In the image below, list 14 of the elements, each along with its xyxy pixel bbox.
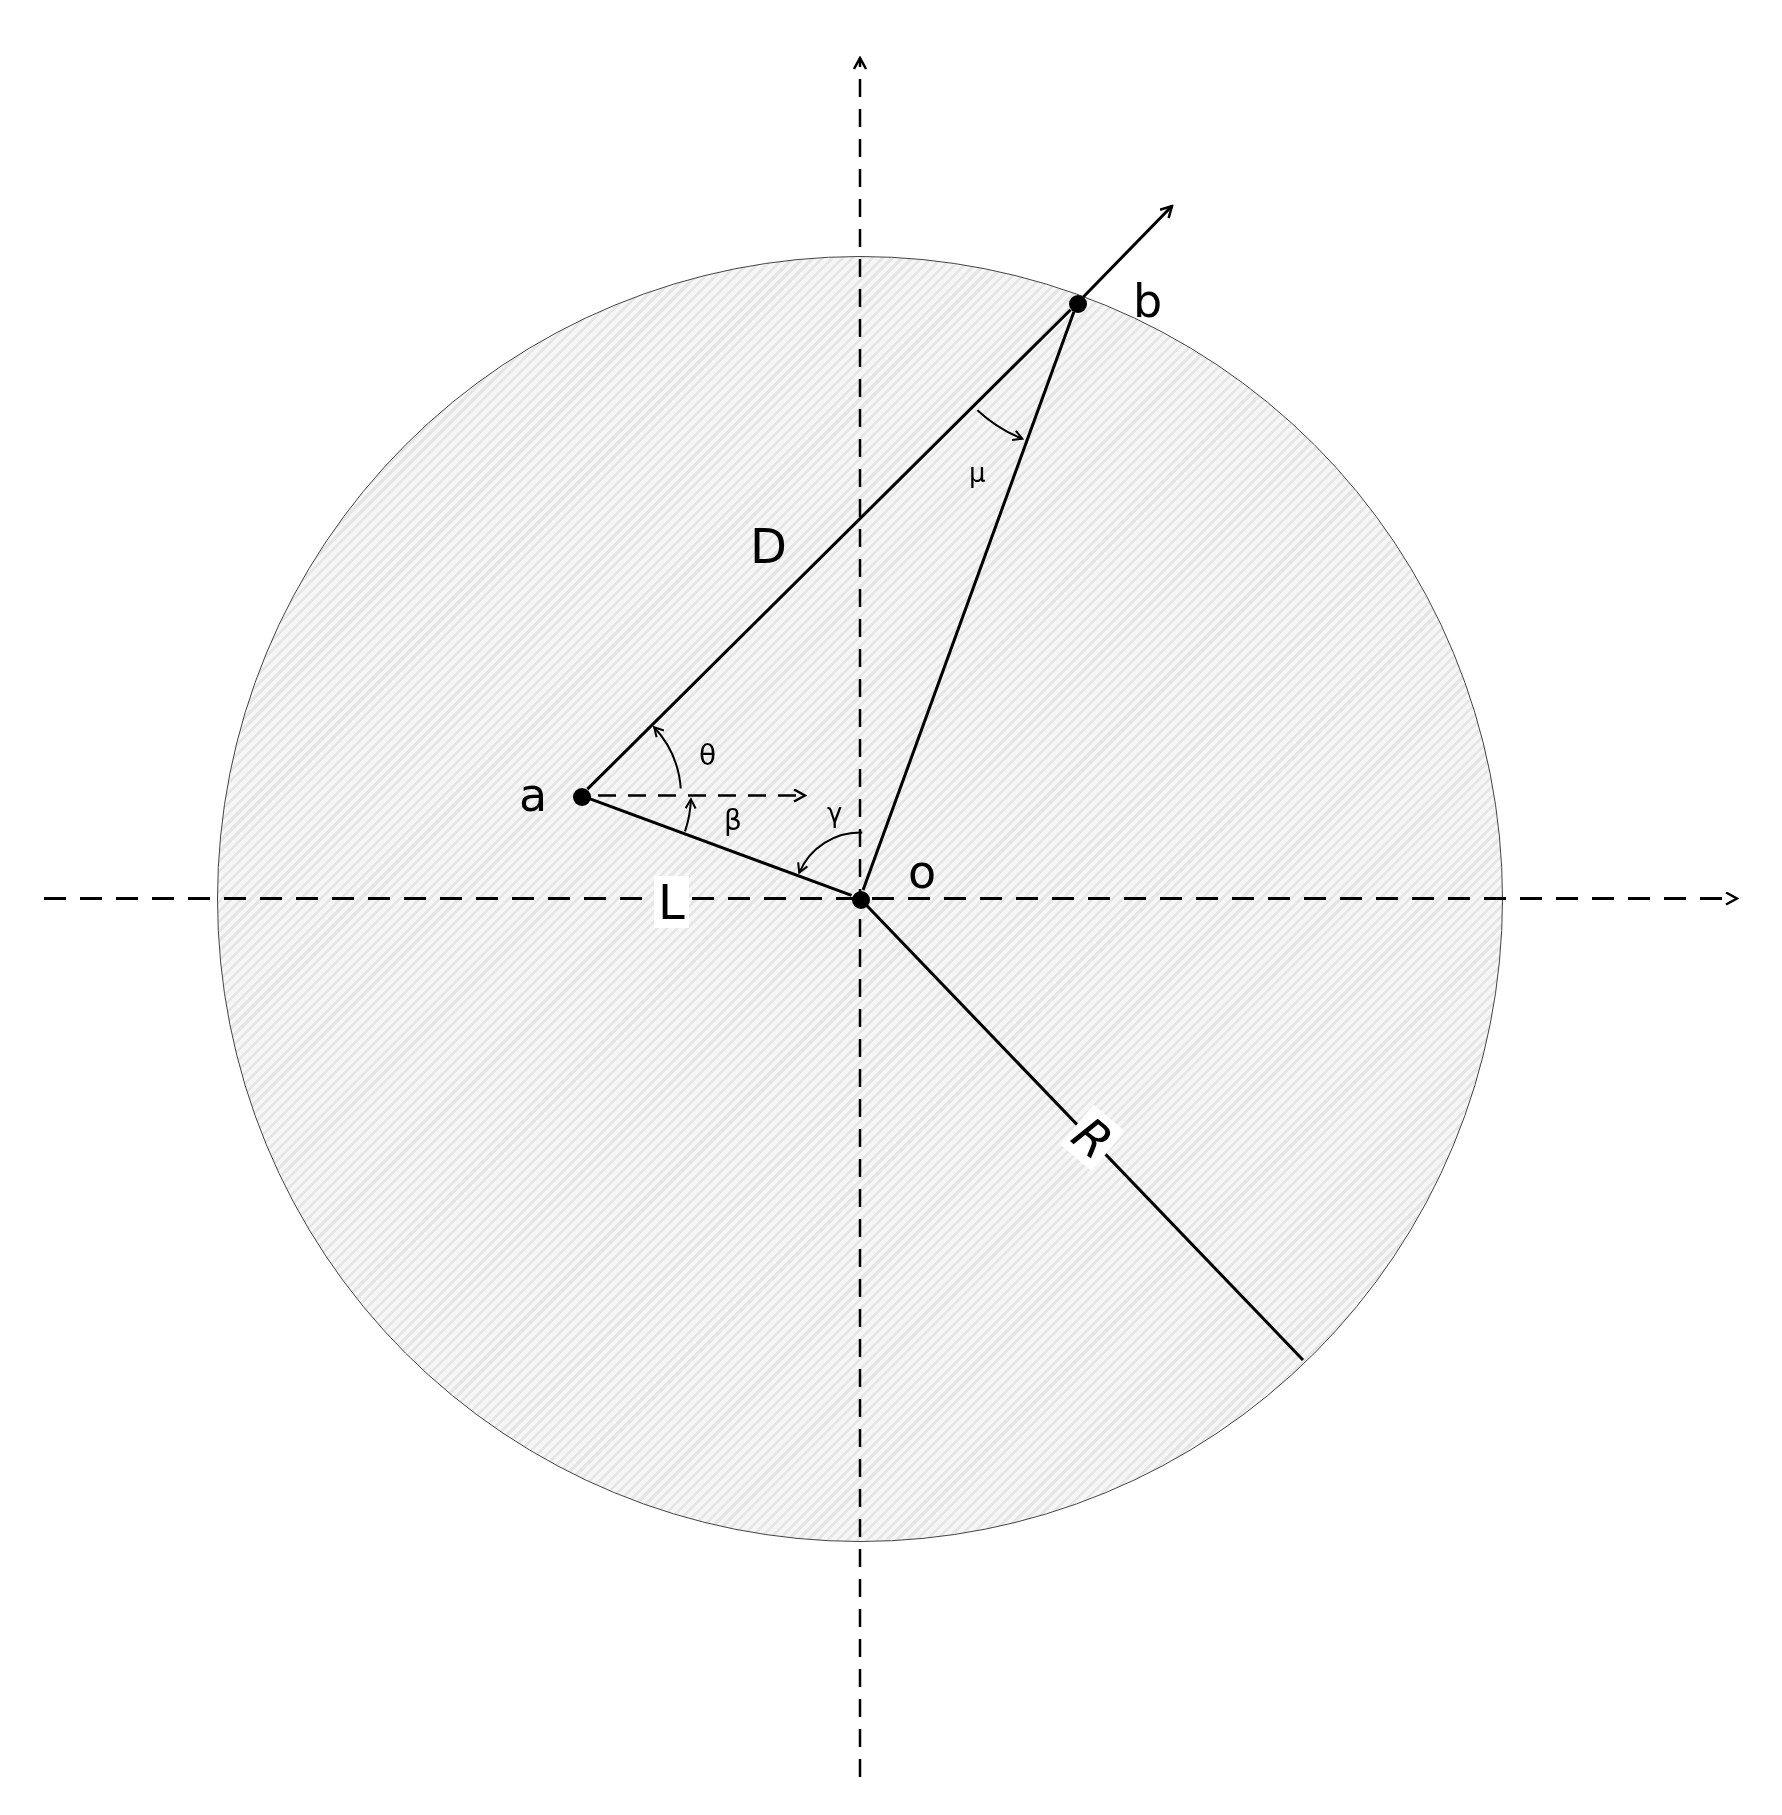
arrow [1082, 204, 1174, 298]
line-segment [865, 903, 1305, 1362]
line-segment [586, 308, 1072, 791]
point-label: o [908, 849, 937, 895]
point-label: b [1133, 278, 1163, 324]
line-segment [588, 797, 853, 897]
line-segment [861, 311, 1076, 891]
angle-label: μ [969, 460, 986, 486]
angle-label: θ [699, 742, 717, 770]
angle-label: γ [827, 800, 843, 826]
edge-label: L [654, 876, 689, 928]
point-label: a [519, 772, 548, 818]
edge-label: D [750, 522, 787, 570]
angle-label: β [724, 807, 742, 835]
